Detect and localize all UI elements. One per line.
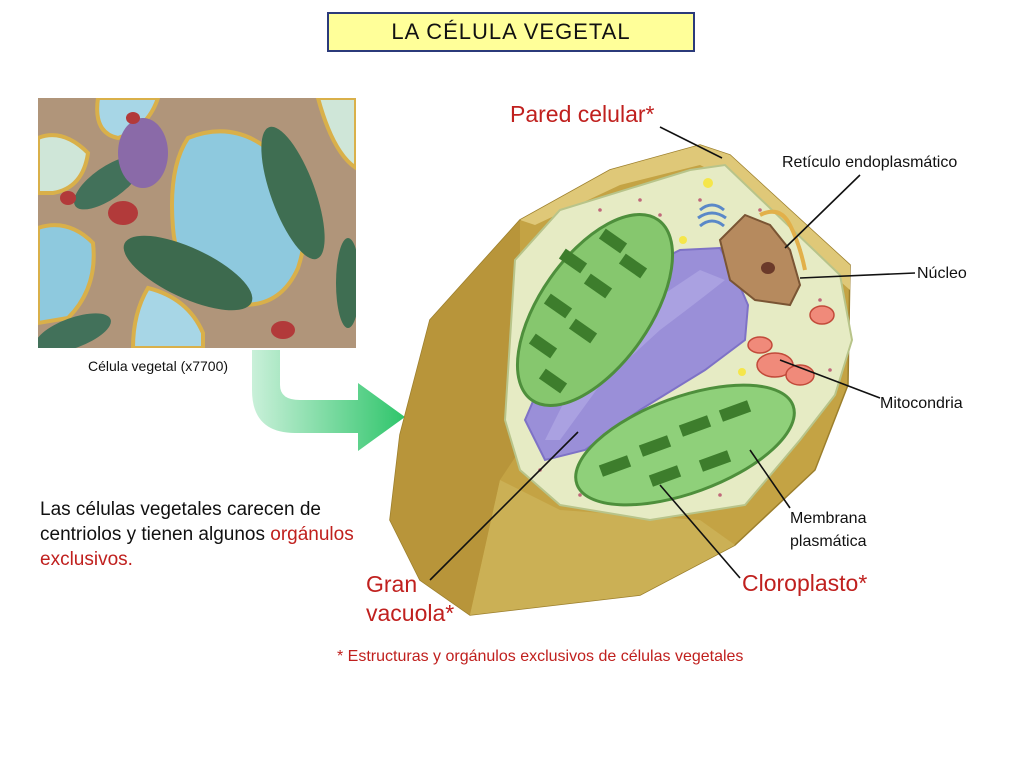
micrograph-caption: Célula vegetal (x7700)	[87, 358, 229, 374]
label-reticulo: Retículo endoplasmático	[782, 154, 958, 171]
page-title: LA CÉLULA VEGETAL	[391, 19, 631, 44]
label-pared-celular: Pared celular*	[510, 101, 655, 127]
description: Las células vegetales carecen de centrio…	[40, 497, 370, 572]
label-nucleo: Núcleo	[917, 265, 967, 282]
label-vacuola-2: vacuola*	[366, 600, 455, 626]
nucleolus	[761, 262, 775, 274]
description-text: Las células vegetales carecen de centrio…	[40, 499, 321, 545]
title-box: LA CÉLULA VEGETAL	[327, 12, 695, 52]
label-cloroplasto: Cloroplasto*	[742, 570, 868, 596]
cell-wall-rim	[520, 145, 850, 290]
chloroplast-lower	[574, 383, 796, 507]
cell-wall-front	[390, 220, 520, 615]
label-mitocondria: Mitocondria	[880, 395, 963, 412]
green-arrow	[252, 350, 405, 451]
chloroplast-upper	[515, 213, 675, 407]
micrograph-image	[38, 98, 356, 348]
cell-wall-bottom	[470, 480, 735, 615]
vesicles	[679, 178, 746, 376]
endoplasmic-reticulum	[759, 209, 807, 271]
label-vacuola-1: Gran	[366, 571, 418, 597]
description-highlight: orgánulos exclusivos.	[40, 524, 354, 570]
micrograph-drawing	[38, 98, 356, 348]
mitochondria	[747, 305, 835, 386]
label-membrana-2: plasmática	[790, 533, 867, 550]
golgi	[697, 203, 727, 228]
footnote: * Estructuras y orgánulos exclusivos de …	[337, 648, 744, 665]
nucleus	[718, 213, 802, 307]
leader-lines	[429, 126, 916, 581]
label-membrana-1: Membrana	[790, 510, 867, 527]
